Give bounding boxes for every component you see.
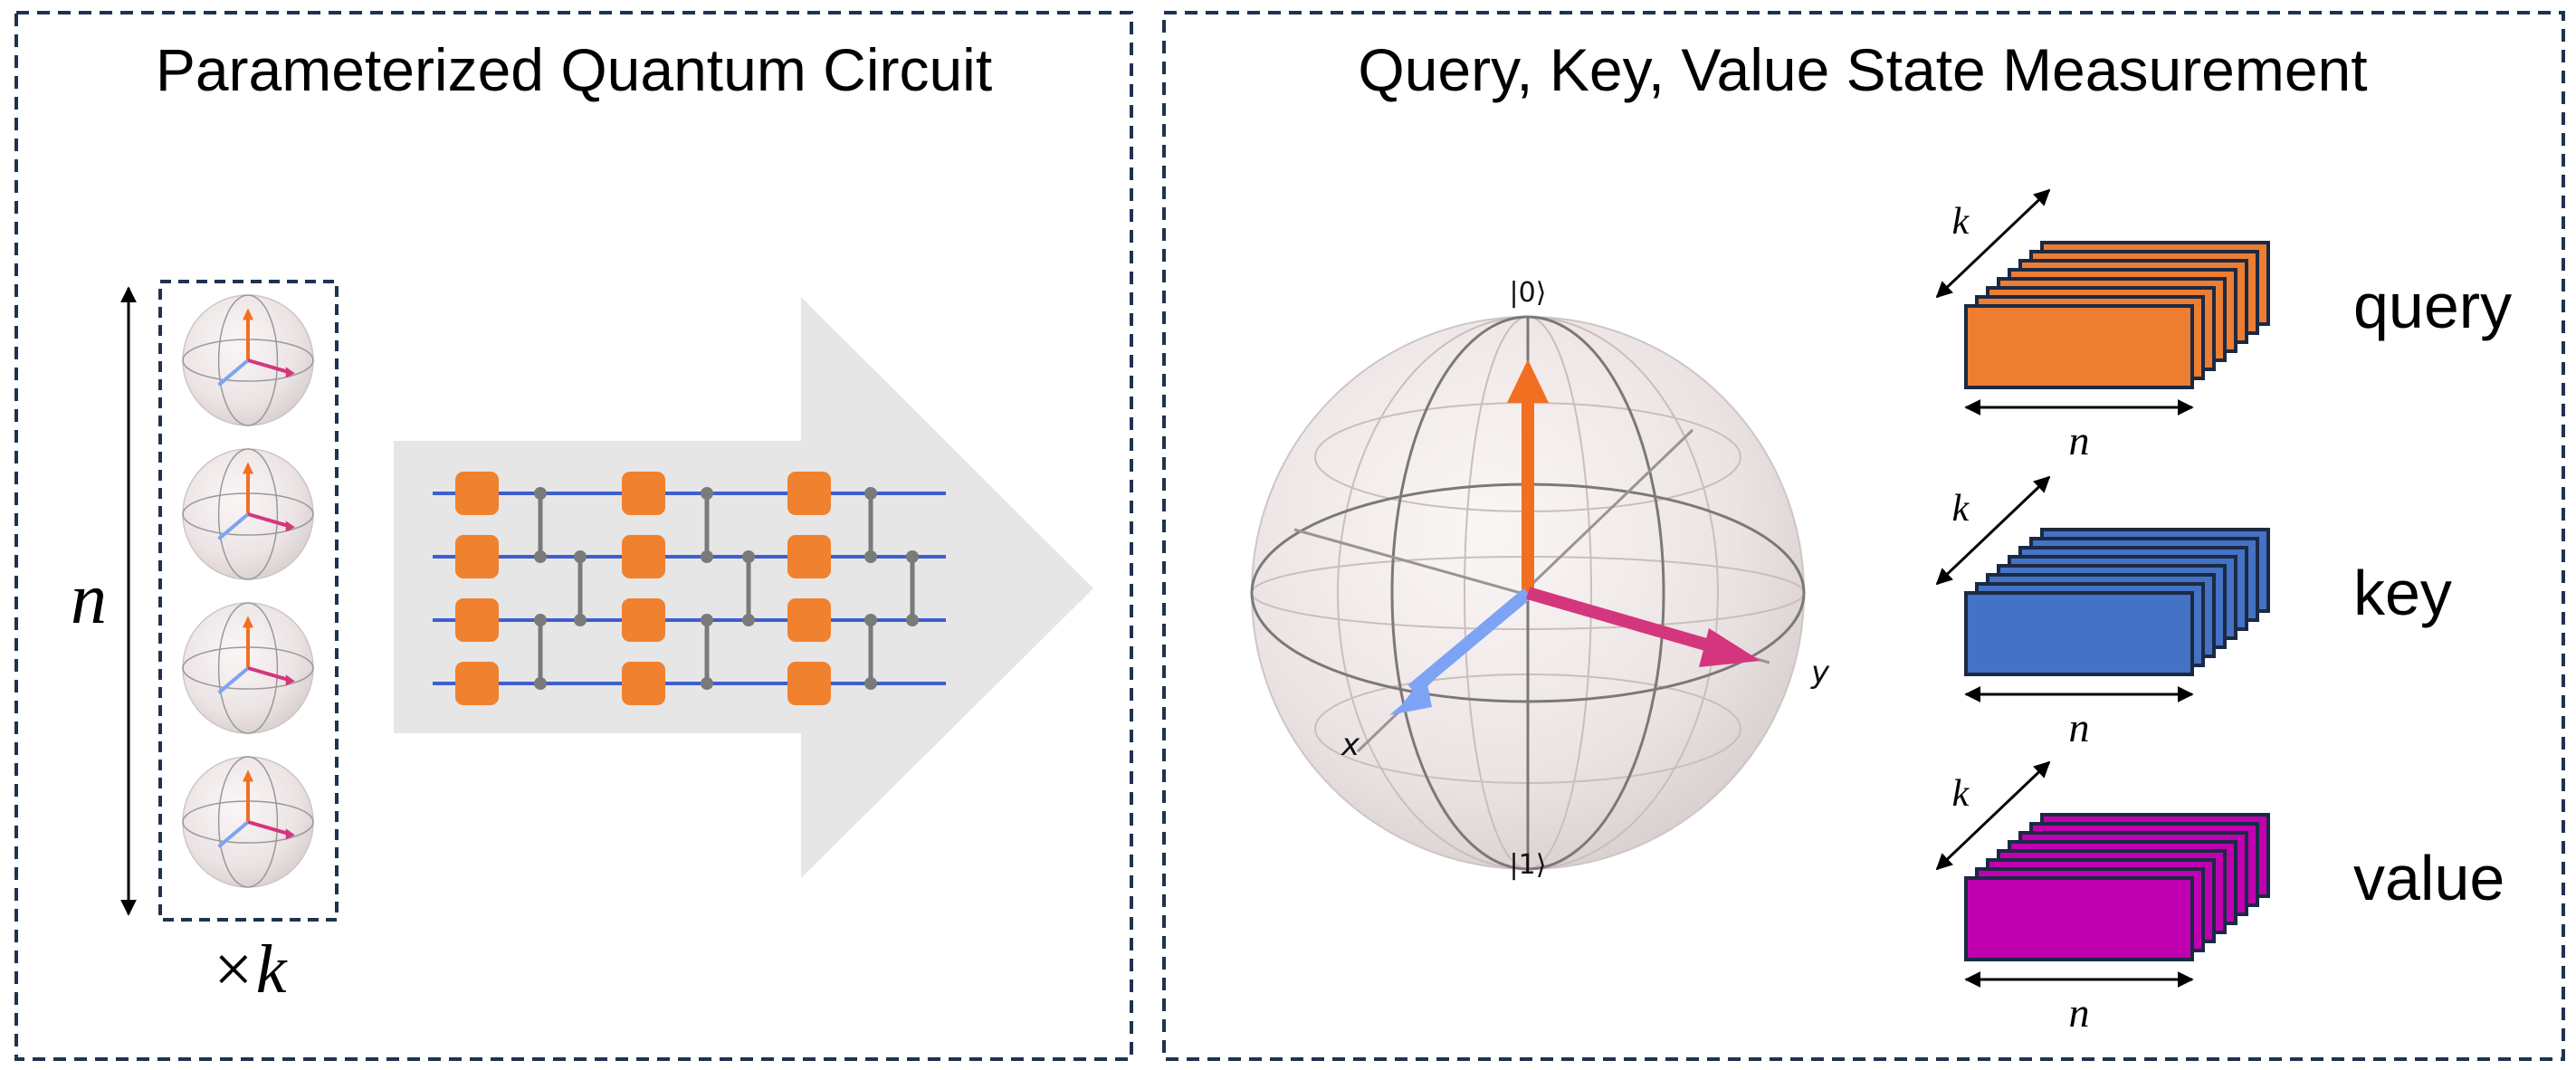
control-dot (534, 487, 547, 500)
mini-y-arrowhead (285, 521, 295, 532)
value-n-label: n (2069, 989, 2090, 1036)
control-dot (906, 550, 919, 563)
qubit-bloch-spheres (182, 294, 314, 888)
mini-y-arrow (247, 820, 290, 836)
mini-bloch-sphere (182, 448, 314, 580)
target-dot (701, 677, 713, 690)
query-label: query (2353, 271, 2512, 341)
y-axis-label: y (1810, 654, 1830, 691)
mini-sphere-meridian (217, 602, 279, 734)
mini-bloch-sphere (182, 294, 314, 426)
value-stack: k n value (1935, 760, 2504, 1036)
value-k-arrow (1935, 760, 2051, 871)
left-panel: Parameterized Quantum Circuit n ×k (14, 11, 1133, 1061)
key-k-label: k (1952, 488, 1970, 530)
target-dot (574, 614, 587, 626)
qubit-column-box (158, 280, 339, 922)
bloch-x-arrow (1407, 588, 1532, 695)
bloch-sphere: |0⟩ |1⟩ x y (1250, 277, 1830, 881)
mini-y-arrowhead (285, 674, 295, 686)
bloch-x-arrowhead (1389, 674, 1432, 715)
value-k-label: k (1952, 773, 1970, 815)
control-dot (864, 614, 877, 626)
right-panel: Query, Key, Value State Measurement (1162, 11, 2565, 1061)
value-layer (1964, 876, 2194, 961)
target-dot (742, 614, 755, 626)
mini-y-arrowhead (285, 367, 295, 378)
query-layer (1964, 304, 2194, 389)
mini-bloch-sphere (182, 756, 314, 888)
mini-sphere-meridian (217, 448, 279, 580)
ket-one-label: |1⟩ (1510, 849, 1547, 881)
target-dot (534, 550, 547, 563)
ket-zero-label: |0⟩ (1510, 277, 1547, 309)
target-dot (906, 614, 919, 626)
key-layer (1964, 591, 2194, 676)
query-k-label: k (1952, 201, 1970, 243)
mini-z-arrowhead (243, 308, 253, 320)
control-dot (574, 550, 587, 563)
rotation-gate (455, 472, 499, 515)
control-dot (742, 550, 755, 563)
mini-sphere-meridian (217, 294, 279, 426)
qkv-stacks: k n query k n key k n value (1935, 188, 2512, 1036)
rotation-gate (455, 662, 499, 705)
times-k-label: ×k (209, 931, 287, 1008)
target-dot (701, 550, 713, 563)
control-dot (701, 487, 713, 500)
key-label: key (2353, 558, 2452, 628)
rotation-gate (787, 598, 831, 642)
mini-z-arrowhead (243, 769, 253, 782)
quantum-circuit (433, 472, 946, 705)
mini-y-arrow (247, 666, 290, 682)
query-stack: k n query (1935, 188, 2512, 463)
key-n-label: n (2069, 704, 2090, 750)
circuit-flow-arrow (394, 297, 1093, 878)
mini-x-arrow (217, 512, 250, 540)
rotation-gate (622, 535, 665, 578)
rotation-gate (622, 598, 665, 642)
control-dot (534, 614, 547, 626)
rotation-gate (787, 472, 831, 515)
rotation-gate (787, 662, 831, 705)
key-k-arrow (1935, 475, 2051, 586)
bloch-z-arrowhead (1507, 359, 1549, 403)
mini-sphere-meridian (217, 756, 279, 888)
control-dot (701, 614, 713, 626)
left-panel-border (14, 11, 1133, 1061)
rotation-gate (787, 535, 831, 578)
right-panel-title: Query, Key, Value State Measurement (1358, 36, 2367, 103)
right-panel-border (1162, 11, 2565, 1061)
value-label: value (2353, 843, 2504, 913)
key-stack: k n key (1935, 475, 2452, 750)
target-dot (864, 550, 877, 563)
mini-x-arrow (217, 358, 250, 387)
control-dot (864, 487, 877, 500)
bloch-y-arrow (1526, 587, 1717, 654)
mini-z-arrowhead (243, 462, 253, 474)
rotation-gate (455, 598, 499, 642)
mini-y-arrow (247, 358, 290, 374)
mini-x-arrow (217, 820, 250, 848)
mini-x-arrow (217, 666, 250, 694)
rotation-gate (622, 662, 665, 705)
mini-y-arrowhead (285, 828, 295, 840)
target-dot (534, 677, 547, 690)
bloch-y-arrowhead (1699, 628, 1760, 667)
query-k-arrow (1935, 188, 2051, 299)
query-n-label: n (2069, 417, 2090, 463)
rotation-gate (622, 472, 665, 515)
left-panel-title: Parameterized Quantum Circuit (156, 36, 992, 103)
n-dimension-label: n (71, 559, 107, 639)
mini-z-arrowhead (243, 616, 253, 628)
rotation-gate (455, 535, 499, 578)
mini-y-arrow (247, 512, 290, 528)
mini-bloch-sphere (182, 602, 314, 734)
x-axis-label: x (1340, 727, 1360, 763)
target-dot (864, 677, 877, 690)
